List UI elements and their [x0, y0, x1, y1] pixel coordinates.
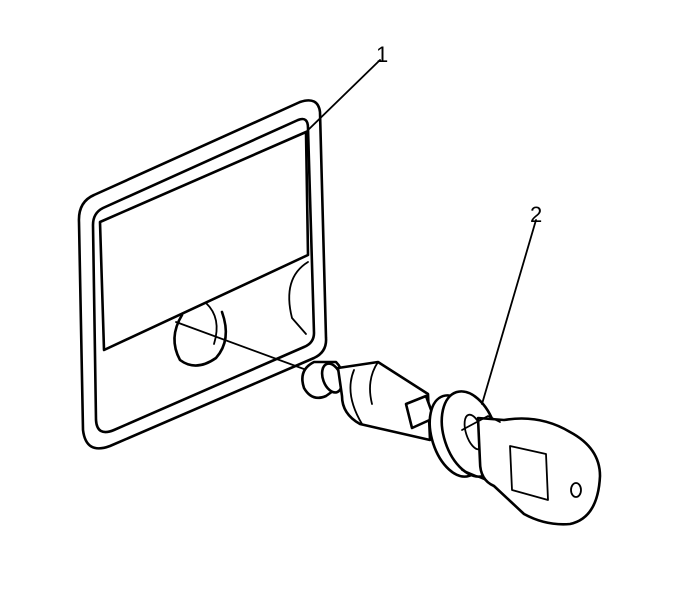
callout-1-label: 1 [376, 42, 388, 67]
lock-opening [173, 302, 228, 367]
callout-2-leader [481, 219, 537, 405]
lock-opening-rim [173, 310, 228, 367]
housing-outer-frame [77, 99, 328, 450]
key-window [509, 445, 549, 501]
lock-cylinder [301, 360, 500, 478]
insertion-guide-line [175, 321, 313, 373]
key-head [476, 416, 602, 526]
cylinder-body-edge [349, 369, 363, 425]
ignition-key [461, 415, 602, 526]
door-lock-housing [77, 99, 328, 450]
housing-face [98, 130, 310, 352]
callout-1-leader [305, 59, 381, 133]
callout-2-label: 2 [530, 202, 542, 227]
housing-recess-curve [288, 261, 309, 335]
key-shank [461, 415, 501, 481]
lock-opening-inner [205, 302, 218, 345]
key-ring-hole [570, 482, 582, 498]
housing-inner-frame [91, 117, 316, 434]
cylinder-body-step [369, 361, 379, 405]
